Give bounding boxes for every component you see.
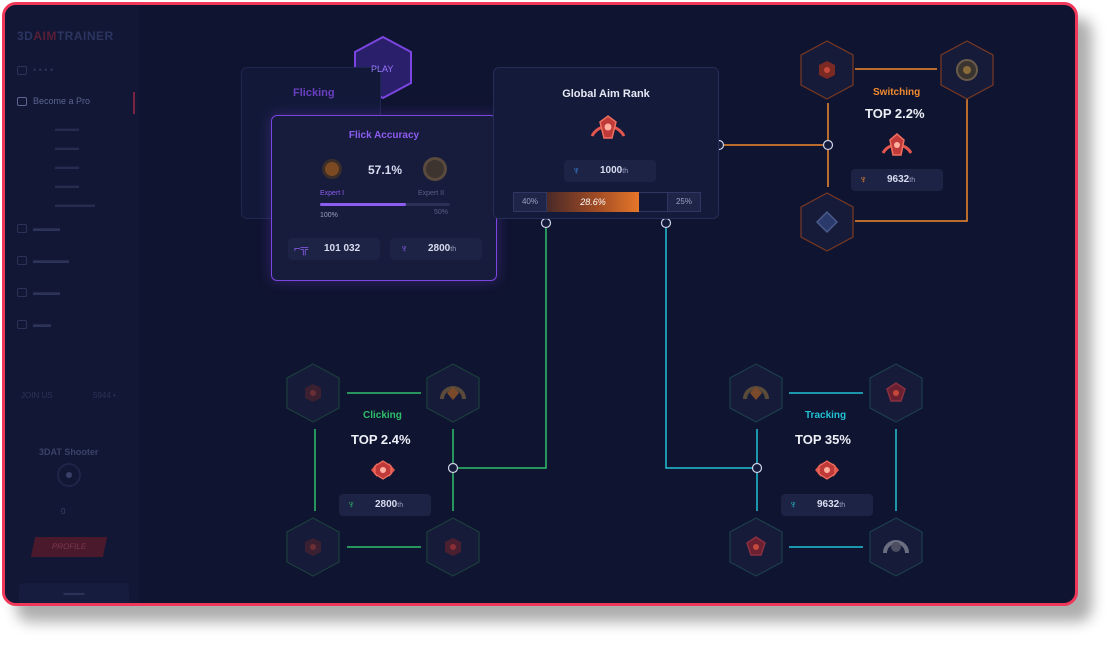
shooter-title: 3DAT Shooter xyxy=(39,447,99,457)
global-position-value: 1000 xyxy=(600,165,623,176)
sidebar-item-become-a-pro[interactable]: Become a Pro xyxy=(17,96,91,107)
flicking-position-value: 2800 xyxy=(428,243,451,254)
global-left-percent: 40% xyxy=(513,192,547,212)
next-rank-medal-icon xyxy=(423,157,447,181)
sidebar-subitem[interactable]: ▬▬▬▬▬ xyxy=(55,200,95,209)
position-suffix: th xyxy=(622,168,629,175)
connector-node xyxy=(660,217,672,229)
current-rank-label: Expert I xyxy=(320,190,345,197)
clicking-position-value: 2800 xyxy=(375,499,398,510)
sidebar-subitem[interactable]: ▬▬▬ xyxy=(55,124,79,133)
play-label[interactable]: PLAY xyxy=(371,64,394,74)
clicking-position-stat: ♆ 2800th xyxy=(339,494,431,516)
rank-badge-icon xyxy=(371,460,395,480)
position-suffix: th xyxy=(839,502,846,509)
tracking-top-percent: TOP 35% xyxy=(795,432,851,447)
flick-accuracy-title: Flick Accuracy xyxy=(348,130,420,141)
rank-badge-icon xyxy=(881,133,913,156)
trophy-icon: ♆ xyxy=(347,499,356,511)
rank-badge-icons xyxy=(305,59,978,556)
position-suffix: th xyxy=(397,502,404,509)
shots-stat: ⌐╦ 101 032 xyxy=(288,238,380,260)
sidebar: 3DAIMTRAINER • • • • Become a Pro ▬▬▬ ▬▬… xyxy=(5,5,139,603)
global-aim-rank-title: Global Aim Rank xyxy=(562,88,650,100)
global-right-percent: 25% xyxy=(667,192,701,212)
sidebar-item-label: Become a Pro xyxy=(33,96,91,106)
gear-icon xyxy=(17,288,27,298)
connector-node xyxy=(540,217,552,229)
online-count: 5944 • xyxy=(93,391,116,400)
flick-accuracy-card: Flick Accuracy 57.1% Expert I Expert II … xyxy=(271,115,497,281)
app-window: 3DAIMTRAINER • • • • Become a Pro ▬▬▬ ▬▬… xyxy=(2,2,1078,606)
rank-badge-icon xyxy=(815,460,839,480)
gun-icon: ⌐╦ xyxy=(294,243,309,255)
flicking-position-stat: ♆ 2800th xyxy=(390,238,482,260)
sidebar-bottom-button[interactable]: ▬▬▬ xyxy=(19,583,129,603)
sidebar-item[interactable]: ▬▬▬▬ xyxy=(17,255,69,266)
position-suffix: th xyxy=(450,246,457,253)
shots-value: 101 032 xyxy=(324,243,361,254)
rank-badge-icon xyxy=(590,115,626,139)
trophy-icon: ♆ xyxy=(859,174,868,186)
flick-accuracy-value: 57.1% xyxy=(368,163,403,177)
switching-title: Switching xyxy=(873,87,921,98)
app-logo[interactable]: 3DAIMTRAINER xyxy=(17,29,114,43)
clicking-title: Clicking xyxy=(363,410,402,421)
info-icon xyxy=(17,320,27,330)
clicking-top-percent: TOP 2.4% xyxy=(351,432,411,447)
circle-icon xyxy=(17,224,27,234)
grid-icon xyxy=(17,256,27,266)
skill-tree-connectors xyxy=(286,35,994,577)
shooter-dot-icon xyxy=(66,472,72,478)
global-mid-percent: 28.6% xyxy=(547,192,639,212)
connector-node xyxy=(822,139,834,151)
progress-left-label: 100% xyxy=(320,212,338,219)
global-position-stat: ♆ 1000th xyxy=(564,160,656,182)
global-aim-rank-panel: Global Aim Rank ♆ 1000th 40% 28.6% 25% xyxy=(493,67,719,219)
sidebar-subitem[interactable]: ▬▬▬ xyxy=(55,162,79,171)
rank-progress-fill xyxy=(320,203,406,206)
trophy-icon: ♆ xyxy=(789,499,798,511)
switching-position-stat: ♆ 9632th xyxy=(851,169,943,191)
next-rank-label: Expert II xyxy=(418,190,445,197)
sidebar-item[interactable]: ▬▬▬ xyxy=(17,223,60,234)
shooter-value: 0 xyxy=(61,507,66,516)
trophy-icon: ♆ xyxy=(572,165,581,177)
tracking-position-stat: ♆ 9632th xyxy=(781,494,873,516)
document-icon xyxy=(17,97,27,107)
global-bar-gap xyxy=(639,192,667,212)
progress-right-label: 50% xyxy=(434,209,449,216)
sidebar-item-back[interactable]: • • • • xyxy=(17,65,53,76)
tracking-title: Tracking xyxy=(805,410,847,421)
sidebar-item[interactable]: ▬▬▬ xyxy=(17,287,60,298)
connector-node xyxy=(447,462,459,474)
sidebar-item[interactable]: ▬▬ xyxy=(17,319,51,330)
sidebar-subitem[interactable]: ▬▬▬ xyxy=(55,143,79,152)
current-rank-medal-icon xyxy=(322,159,342,179)
active-indicator xyxy=(133,92,135,114)
switching-position-value: 9632 xyxy=(887,174,910,185)
connector-node xyxy=(751,462,763,474)
join-us-link[interactable]: JOIN US xyxy=(21,391,53,400)
flicking-title: Flicking xyxy=(293,87,335,99)
switching-top-percent: TOP 2.2% xyxy=(865,106,925,121)
back-icon xyxy=(17,66,27,76)
shooter-ring-icon xyxy=(57,463,81,487)
trophy-icon: ♆ xyxy=(400,243,409,255)
position-suffix: th xyxy=(909,177,916,184)
sidebar-subitem[interactable]: ▬▬▬ xyxy=(55,181,79,190)
tracking-position-value: 9632 xyxy=(817,499,840,510)
